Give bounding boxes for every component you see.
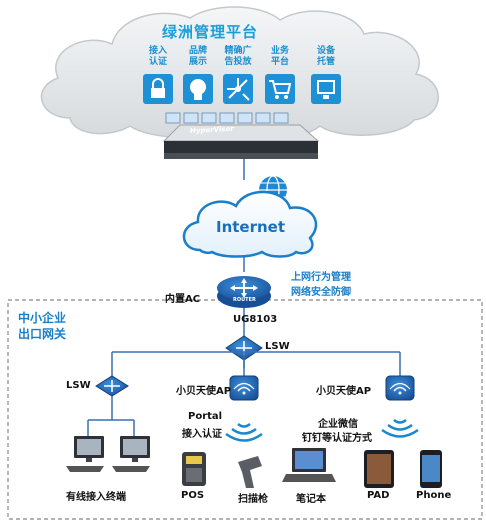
smartphone-icon xyxy=(420,450,442,488)
ap-2-label: 小贝天使AP xyxy=(316,386,372,397)
service-label-line1: 精确广 xyxy=(224,46,252,56)
service-label-brand: 品牌 展示 xyxy=(180,46,216,68)
wifi-waves-1 xyxy=(225,422,263,442)
pos-terminal-icon xyxy=(182,452,206,486)
ap-1-label: 小贝天使AP xyxy=(176,386,232,397)
service-label-ads: 精确广 告投放 xyxy=(220,46,256,68)
internet-label: Internet xyxy=(216,218,286,236)
laptop-label: 笔记本 xyxy=(296,494,326,505)
scanner-label: 扫描枪 xyxy=(238,494,268,505)
desktop-computer-icon xyxy=(112,436,150,472)
enterprise-title-line2: 出口网关 xyxy=(18,327,67,341)
access-point-1-icon xyxy=(229,375,259,401)
service-label-line1: 业务 xyxy=(270,46,289,56)
ap-2-auth-line1: 企业微信 xyxy=(318,419,358,430)
platform-title: 绿洲管理平台 xyxy=(162,23,259,41)
enterprise-title-line1: 中小企业 xyxy=(18,311,67,325)
service-label-hosting: 设备 托管 xyxy=(308,46,344,68)
service-label-access-auth: 接入 认证 xyxy=(140,46,176,68)
shopping-cart-icon xyxy=(265,74,295,104)
pos-label: POS xyxy=(181,490,205,501)
service-label-line2: 展示 xyxy=(188,57,207,67)
hypervisor-server-icon xyxy=(162,112,320,159)
router-model-label: UG8103 xyxy=(233,314,278,325)
router-feature-behavior: 上网行为管理 xyxy=(291,272,351,283)
lock-icon xyxy=(143,74,173,104)
service-label-line1: 设备 xyxy=(316,46,335,56)
ap-2-auth-line2: 钉钉等认证方式 xyxy=(302,433,372,444)
barcode-scanner-icon xyxy=(238,456,262,488)
head-profile-icon xyxy=(183,74,213,104)
access-point-2-icon xyxy=(385,375,415,401)
service-label-line1: 接入 xyxy=(148,46,167,56)
laptop-icon xyxy=(282,448,336,482)
phone-label: Phone xyxy=(416,490,452,501)
router-icon xyxy=(217,276,271,308)
service-label-line1: 品牌 xyxy=(188,46,207,56)
ap-1-auth-line1: Portal xyxy=(188,411,223,422)
service-label-line2: 平台 xyxy=(270,57,289,67)
distribution-links xyxy=(111,351,401,376)
internet-cloud xyxy=(182,190,318,258)
service-label-business: 业务 平台 xyxy=(262,46,298,68)
router-device-text: ROUTER xyxy=(233,297,256,303)
pad-label: PAD xyxy=(367,490,390,501)
desktop-computer-icon xyxy=(66,436,104,472)
ap-1-auth-line2: 接入认证 xyxy=(182,429,222,440)
target-burst-icon xyxy=(223,74,253,104)
wifi-waves-2 xyxy=(381,418,419,438)
service-label-line2: 认证 xyxy=(148,57,167,67)
device-hosting-icon xyxy=(311,74,341,104)
enterprise-boundary xyxy=(7,299,483,520)
service-label-line2: 托管 xyxy=(316,57,335,67)
core-switch-label: LSW xyxy=(265,341,290,352)
left-switch-icon xyxy=(95,375,129,397)
left-switch-label: LSW xyxy=(66,380,91,391)
wired-terminals-label: 有线接入终端 xyxy=(66,492,126,503)
service-label-line2: 告投放 xyxy=(224,57,252,67)
builtin-ac-label: 内置AC xyxy=(165,294,201,305)
tablet-icon xyxy=(364,450,394,488)
router-feature-security: 网络安全防御 xyxy=(291,287,351,298)
